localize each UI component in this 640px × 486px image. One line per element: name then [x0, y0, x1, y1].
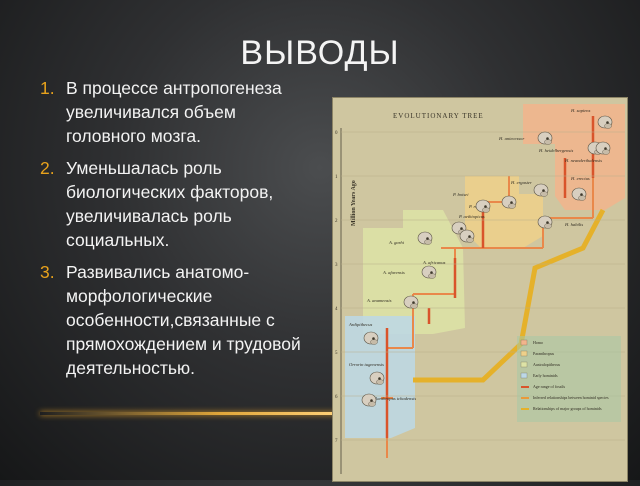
list-item: 1. В процессе антропогенеза увеличивался…	[40, 76, 305, 148]
tick-label: 7	[335, 439, 338, 444]
slide-title: ВЫВОДЫ	[240, 34, 400, 72]
skull-icon	[403, 295, 419, 309]
species-group: H. sapiens H. heidelbergensis H. neanderth…	[348, 108, 613, 407]
skull-icon	[421, 265, 437, 279]
species-label: Sahelanthropus tchadensis	[367, 396, 416, 401]
red-fossil-ranges	[385, 116, 595, 438]
legend-swatch	[520, 350, 528, 357]
skull-icon	[537, 215, 553, 229]
list-number: 1.	[40, 78, 55, 98]
legend-label: Paranthropus	[533, 351, 555, 356]
species-label: A. anamensis	[366, 298, 392, 303]
species-label: H. erectus	[570, 176, 590, 181]
list-text: Развивались анатомо-морфологические особ…	[66, 262, 301, 378]
paranthropus-region	[465, 176, 543, 248]
evolutionary-tree-svg: Million Years Ago 0 1 2 3 4 5 6 7 EVOLUTIONARY …	[335, 104, 625, 474]
skull-icon	[361, 393, 377, 407]
legend-label: Relationships of major groups of hominid…	[533, 406, 602, 411]
legend-label: Early hominids	[533, 373, 558, 378]
legend-box	[517, 336, 621, 422]
axis-ticks: 0 1 2 3 4 5 6 7	[335, 131, 625, 444]
tree-lines	[381, 116, 606, 458]
conclusions-list: 1. В процессе антропогенеза увеличивался…	[40, 76, 305, 388]
legend-label: Age range of fossils	[533, 384, 566, 389]
species-label: A. africanus	[422, 260, 446, 265]
species-label: Orrorin tugenensis	[349, 362, 384, 367]
tick-label: 5	[335, 351, 338, 356]
tick-label: 4	[335, 307, 338, 312]
tick-label: 0	[335, 131, 338, 136]
species-label: Ardipithecus	[348, 322, 373, 327]
legend-label: Inferred relationships between hominid s…	[533, 395, 609, 400]
legend-swatch	[521, 386, 529, 388]
decorative-glow-line	[40, 412, 340, 415]
species-label: H. antecessor	[498, 136, 524, 141]
skull-icon	[533, 183, 549, 197]
skull-icon	[369, 371, 385, 385]
species-label: H. ergaster	[510, 180, 532, 185]
figure-title: EVOLUTIONARY TREE	[393, 112, 484, 120]
legend-label: Homo	[533, 340, 543, 345]
skull-icon	[537, 131, 553, 145]
skull-icon	[501, 195, 517, 209]
tick-label: 3	[335, 263, 338, 268]
tick-label: 1	[335, 175, 338, 180]
list-item: 3. Развивались анатомо-морфологические о…	[40, 260, 305, 380]
skull-icon	[595, 141, 611, 155]
list-text: В процессе антропогенеза увеличивался об…	[66, 78, 282, 146]
species-label: H. heidelbergensis	[538, 148, 573, 153]
species-label: H. neanderthalensis	[564, 158, 602, 163]
species-label: H. habilis	[564, 222, 583, 227]
list-number: 3.	[40, 262, 55, 282]
list-item: 2. Уменьшалась роль биологических фактор…	[40, 156, 305, 252]
tick-label: 2	[335, 219, 338, 224]
legend-label: Australopithecus	[533, 362, 561, 367]
axis-label: Million Years Ago	[351, 180, 357, 226]
species-label: H. sapiens	[570, 108, 591, 113]
yellow-lines	[413, 208, 606, 383]
species-label: P. boisei	[452, 192, 469, 197]
evolutionary-tree-figure: Million Years Ago 0 1 2 3 4 5 6 7 EVOLUTIONARY …	[332, 97, 628, 482]
list-number: 2.	[40, 158, 55, 178]
skull-icon	[459, 229, 475, 243]
skull-icon	[417, 231, 433, 245]
skull-icon	[363, 331, 379, 345]
legend-swatch	[520, 339, 528, 346]
australopithecus-region	[363, 210, 465, 334]
species-label: A. garhi	[388, 240, 405, 245]
list-text: Уменьшалась роль биологических факторов,…	[66, 158, 274, 250]
homo-region	[523, 104, 625, 210]
legend-swatch	[521, 408, 529, 410]
legend-swatch	[520, 372, 528, 379]
skull-icon	[571, 187, 587, 201]
skull-icon	[475, 199, 491, 213]
tick-label: 6	[335, 395, 338, 400]
species-label: P. aethiopicus	[458, 214, 485, 219]
legend-swatch	[521, 397, 529, 399]
skull-icon	[597, 115, 613, 129]
species-label: A. afarensis	[382, 270, 405, 275]
legend-swatch	[520, 361, 528, 368]
